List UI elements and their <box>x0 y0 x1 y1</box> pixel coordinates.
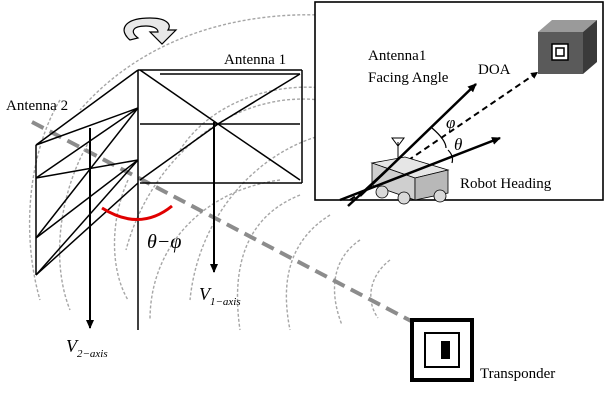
angle-arc <box>101 204 173 221</box>
inset-doa-label: DOA <box>478 62 511 78</box>
inset-robot-heading-label: Robot Heading <box>460 176 552 192</box>
wavefront <box>285 214 331 331</box>
inset-theta-label: θ <box>454 135 462 154</box>
phi-arc <box>431 127 447 149</box>
robot-heading-arrow <box>339 136 501 202</box>
v1-axis-sub: 1−axis <box>210 296 241 308</box>
wavefront <box>149 179 281 321</box>
antenna-1-label: Antenna 1 <box>224 52 286 68</box>
antenna-2-label: Antenna 2 <box>6 98 68 114</box>
v2-axis-label: V2−axis <box>66 336 108 360</box>
wavefront <box>179 86 371 151</box>
wavefront <box>333 239 361 326</box>
wavefront <box>113 179 129 301</box>
antenna-1-panel <box>137 69 303 330</box>
wavefront <box>236 194 301 331</box>
v1-axis-main: V <box>199 284 212 304</box>
v2-axis-sub: 2−axis <box>77 348 108 360</box>
inset-doa-line <box>349 71 539 201</box>
doa-line <box>31 120 433 334</box>
facing-angle-tail <box>347 168 389 207</box>
v1-axis-label: V1−axis <box>199 284 241 308</box>
transponder-icon <box>410 318 474 382</box>
inset-facing-angle-line1: Antenna1 <box>368 48 426 64</box>
inset-panel: Antenna1 Facing Angle DOA φ θ Robot Head… <box>314 1 604 207</box>
theta-phi-label: θ−φ <box>147 231 181 253</box>
theta-arc <box>447 149 454 164</box>
inset-facing-angle-line2: Facing Angle <box>368 70 449 86</box>
inset-phi-label: φ <box>446 113 455 132</box>
rotation-arrow-icon <box>123 17 178 45</box>
rfid-box-icon <box>538 20 597 74</box>
wavefront <box>370 259 391 319</box>
transponder-label: Transponder <box>480 366 555 382</box>
v2-axis-main: V <box>66 336 79 356</box>
wavefront <box>28 99 61 301</box>
wavefront <box>58 139 91 311</box>
